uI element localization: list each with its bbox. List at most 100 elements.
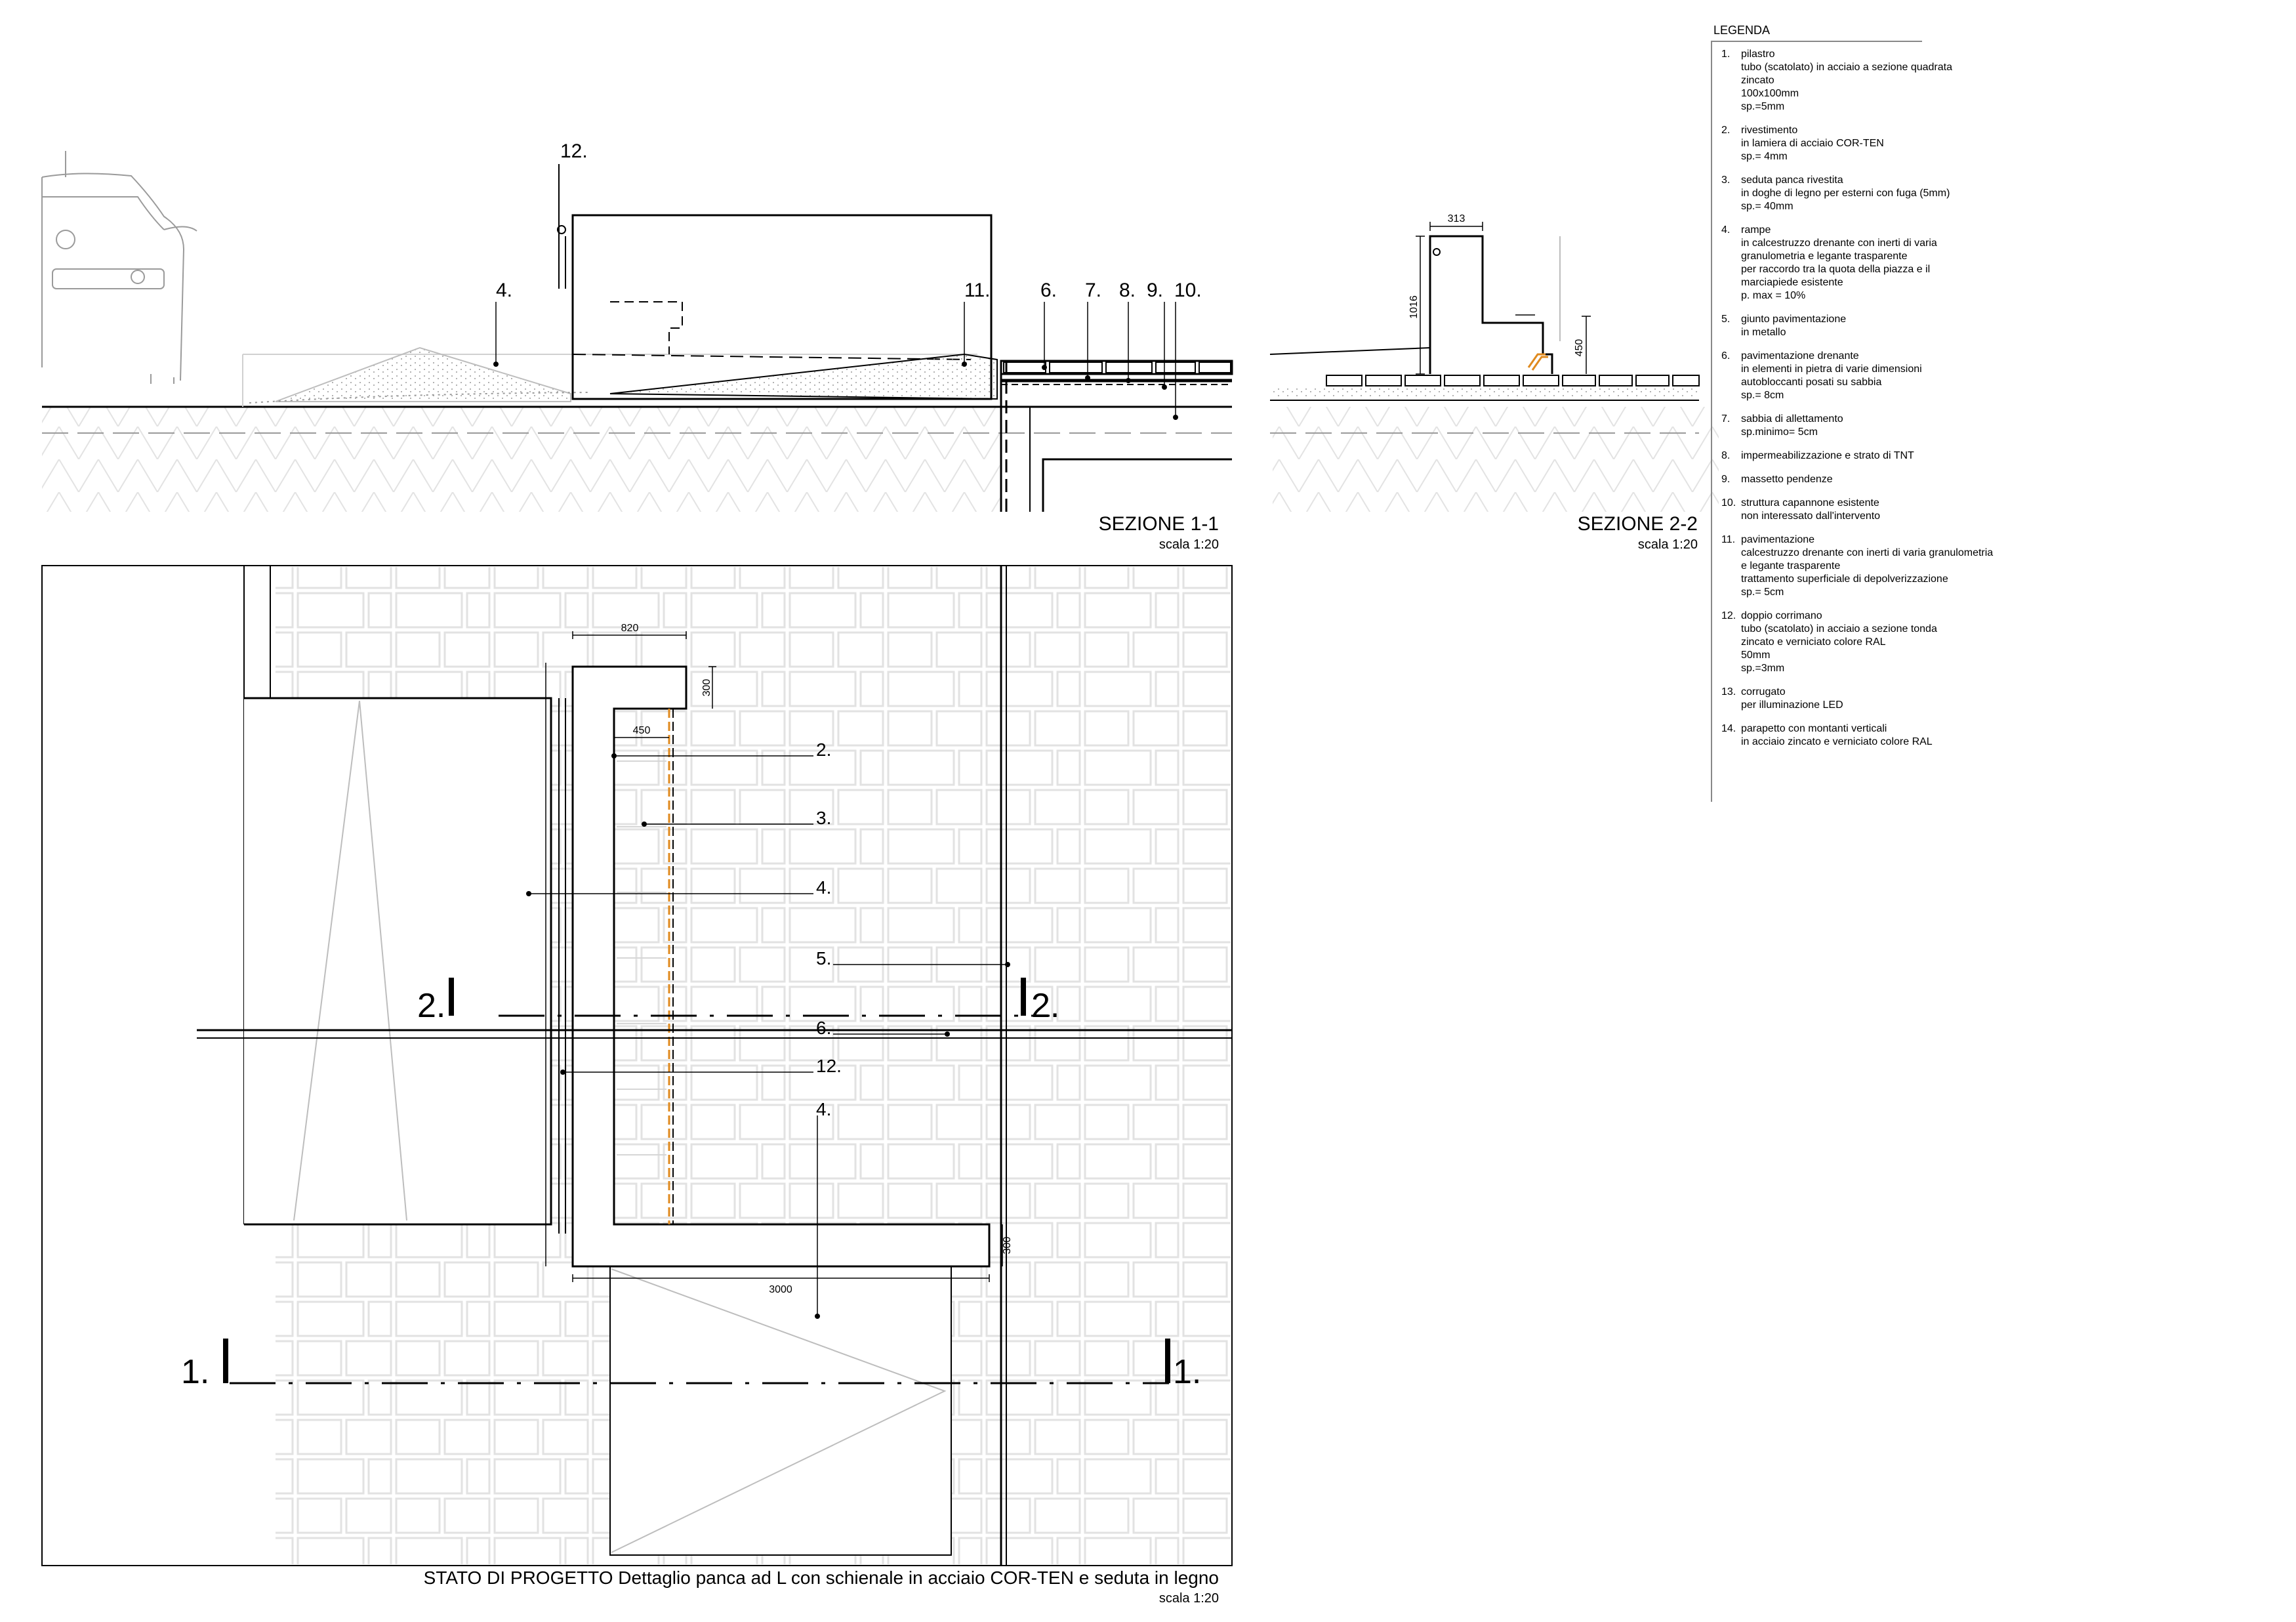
legend-item-title: rivestimento	[1741, 125, 1798, 136]
dim-450: 450	[1574, 339, 1585, 357]
legend-item-line: marciapiede esistente	[1741, 277, 1843, 288]
section-2-2: 313 1016 450 SEZIONE 2-2 scala 1:20	[1269, 213, 1700, 552]
ramp-right	[609, 353, 998, 400]
legend-item-line: in lamiera di acciaio COR-TEN	[1741, 138, 1884, 149]
plan-view: 820 300 450 3000 300 2. 3. 4. 5	[41, 565, 1233, 1606]
legend-item-number: 1.	[1721, 49, 1731, 60]
section-2-2-scale: scala 1:20	[1638, 537, 1698, 552]
label-11: 11.	[964, 280, 990, 301]
legend-item-title: parapetto con montanti verticali	[1741, 723, 1887, 734]
legend-item: 3. seduta panca rivestita in doghe di legn…	[1713, 174, 1950, 213]
plan-ramp-left	[244, 697, 552, 1226]
legend-item-title: seduta panca rivestita	[1741, 175, 1843, 186]
section-mark-2-right: 2.	[1031, 987, 1059, 1025]
legend-item-title: impermeabilizzazione e strato di TNT	[1741, 450, 1914, 461]
dim-450-plan: 450	[633, 725, 651, 736]
plan-label-3: 3.	[816, 808, 831, 828]
legend-item-number: 6.	[1721, 350, 1731, 362]
plan-label-4: 4.	[816, 877, 831, 898]
label-8: 8.	[1119, 280, 1136, 301]
dim-313: 313	[1448, 213, 1466, 224]
legend-item: 11. pavimentazione calcestruzzo drenante c…	[1713, 533, 1994, 599]
legend-panel: LEGENDA 1. pilastro tubo (scatolato) in ac…	[1711, 24, 1994, 802]
earth-hatch	[42, 407, 1000, 512]
section-1-1: 12. 4. 11. 6. 7. 8. 9. 10. SEZIONE 1-1 s…	[41, 140, 1719, 552]
legend-item: 5. giunto pavimentazione in metallo	[1713, 313, 1950, 339]
legend-item-title: corrugato	[1741, 686, 1786, 697]
legend-vertical-divider	[1711, 41, 1712, 802]
plan-scale: scala 1:20	[1159, 1591, 1219, 1606]
earth-hatch-2	[1273, 407, 1719, 512]
legend-item-line: in calcestruzzo drenante con inerti di v…	[1741, 238, 1937, 249]
legend-item-number: 11.	[1721, 534, 1736, 545]
plan-label-4b: 4.	[816, 1099, 831, 1119]
car-icon	[41, 151, 197, 384]
legend-title: LEGENDA	[1713, 24, 1771, 37]
legend-item-title: rampe	[1741, 224, 1771, 236]
legend-item-line: sp.= 40mm	[1741, 201, 1794, 212]
legend-item-title: giunto pavimentazione	[1741, 314, 1847, 325]
plan-label-2: 2.	[816, 739, 831, 760]
legend-item-number: 5.	[1721, 314, 1731, 325]
legend-item-number: 9.	[1721, 474, 1731, 485]
legend-item-line: 100x100mm	[1741, 88, 1799, 99]
legend-item-number: 8.	[1721, 450, 1731, 461]
legend-item-number: 10.	[1721, 497, 1736, 509]
label-9: 9.	[1147, 280, 1163, 301]
corten-detail	[1527, 353, 1548, 371]
legend-item-line: autobloccanti posati su sabbia	[1741, 377, 1882, 388]
legend-item-line: zincato	[1741, 75, 1774, 86]
dim-820: 820	[621, 623, 639, 634]
label-12: 12.	[560, 140, 588, 162]
legend-item-line: zincato e verniciato colore RAL	[1741, 636, 1886, 648]
dim-3000: 3000	[769, 1284, 792, 1295]
label-7: 7.	[1085, 280, 1101, 301]
legend-item-number: 12.	[1721, 610, 1736, 621]
legend-item-line: sp.=3mm	[1741, 663, 1785, 674]
section-mark-1-right: 1.	[1173, 1353, 1201, 1391]
legend-item-title: doppio corrimano	[1741, 610, 1822, 621]
label-10: 10.	[1174, 280, 1202, 301]
section-mark-2-left: 2.	[417, 987, 445, 1025]
ramp-left	[275, 346, 571, 402]
legend-item-title: pilastro	[1741, 49, 1775, 60]
legend-item-line: tubo (scatolato) in acciaio a sezione qu…	[1741, 62, 1952, 73]
dim-300-bottom: 300	[1002, 1237, 1013, 1255]
label-6: 6.	[1040, 280, 1057, 301]
legend-item-line: per raccordo tra la quota della piazza e…	[1741, 264, 1931, 275]
section-1-1-scale: scala 1:20	[1159, 537, 1219, 552]
legend-item-line: in metallo	[1741, 327, 1786, 338]
legend-item-line: e legante trasparente	[1741, 560, 1841, 572]
plan-label-12: 12.	[816, 1056, 842, 1076]
plan-ramp-bottom	[609, 1266, 952, 1556]
l-bench-plan	[571, 665, 991, 1268]
legend-item-line: sp.= 8cm	[1741, 390, 1784, 401]
legend-item-title: massetto pendenze	[1741, 474, 1833, 485]
legend-item-title: pavimentazione	[1741, 534, 1815, 545]
legend-item: 12. doppio corrimano tubo (scatolato) in a…	[1713, 610, 1950, 675]
label-4: 4.	[496, 280, 512, 301]
dim-300-top: 300	[701, 679, 712, 697]
legend-item-line: tubo (scatolato) in acciaio a sezione to…	[1741, 623, 1937, 634]
section-mark-1-left: 1.	[181, 1353, 209, 1391]
legend-item: 9. massetto pendenze	[1713, 473, 1950, 486]
legend-divider	[1712, 41, 1922, 42]
legend-item-line: calcestruzzo drenante con inerti di vari…	[1741, 547, 1994, 558]
legend-item-line: 50mm	[1741, 650, 1771, 661]
dim-1016: 1016	[1408, 295, 1420, 319]
legend-item-title: sabbia di allettamento	[1741, 413, 1843, 425]
legend-item-line: sp.=5mm	[1741, 101, 1785, 112]
bench-backrest	[571, 214, 993, 400]
legend-item-number: 4.	[1721, 224, 1731, 236]
legend-item-line: trattamento superficiale di depolverizza…	[1741, 573, 1948, 585]
legend-item-line: in doghe di legno per esterni con fuga (…	[1741, 188, 1950, 199]
legend-item-number: 3.	[1721, 175, 1731, 186]
legend-item-title: pavimentazione drenante	[1741, 350, 1859, 362]
plan-label-6: 6.	[816, 1018, 831, 1038]
plan-label-5: 5.	[816, 948, 831, 968]
